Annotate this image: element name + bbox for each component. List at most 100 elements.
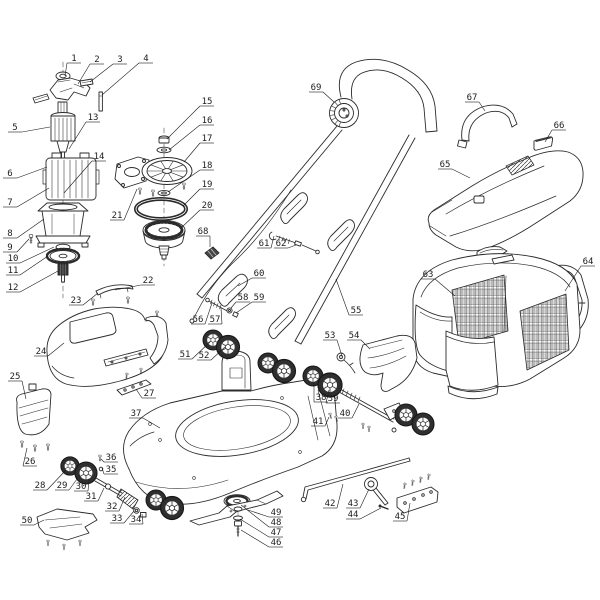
part-callout-60: 60 (237, 269, 266, 287)
part-number-label: 24 (36, 347, 47, 357)
callout-leader-line (118, 496, 126, 512)
part-callout-34: 34 (129, 513, 144, 525)
part-number-label: 22 (143, 276, 154, 286)
part-callout-5: 5 (8, 123, 51, 133)
part-callout-63: 63 (421, 270, 456, 297)
part-number-label: 6 (7, 169, 12, 179)
callout-leader-line (183, 142, 201, 163)
screw-part-26 (20, 440, 24, 448)
part-callout-41: 41 (311, 416, 330, 427)
part-number-label: 47 (271, 528, 282, 538)
lever-part-60 (217, 273, 248, 307)
trim-part-22 (95, 284, 134, 296)
callout-leader-line (135, 388, 143, 399)
chassis-plate-part-50 (36, 508, 98, 541)
part-number-label: 31 (86, 492, 97, 502)
part-callout-25: 25 (8, 372, 27, 400)
part-number-label: 63 (423, 270, 434, 280)
part-callout-11: 11 (6, 255, 49, 276)
front-wheels-drawing (36, 456, 185, 551)
callout-leader-line (33, 519, 45, 526)
part-number-label: 38 (316, 393, 327, 403)
part-number-label: 50 (22, 516, 33, 526)
brush-holder-part-2 (49, 77, 91, 101)
part-number-label: 45 (395, 512, 406, 522)
part-callout-1: 1 (64, 54, 81, 77)
callout-leader-line (451, 168, 471, 179)
callout-leader-line (167, 169, 201, 193)
part-number-label: 23 (71, 296, 82, 306)
part-callout-30: 30 (74, 478, 90, 492)
callout-leader-line (336, 483, 344, 509)
callout-leader-line (360, 339, 371, 350)
part-number-label: 20 (202, 201, 213, 211)
part-number-label: 56 (193, 315, 204, 325)
part-number-label: 27 (144, 389, 155, 399)
bolt-part-56 (208, 300, 230, 313)
part-number-label: 12 (8, 283, 19, 293)
mesh-panel-left (451, 274, 509, 346)
wheel-part-52 (215, 334, 241, 360)
washer-part-35 (98, 466, 104, 472)
part-number-label: 34 (131, 515, 142, 525)
callout-leader-line (16, 187, 50, 208)
part-callout-68: 68 (196, 227, 211, 247)
part-callout-44: 44 (346, 507, 382, 520)
callout-leader-line (325, 389, 330, 404)
part-callout-42: 42 (323, 483, 344, 509)
handlebar-outer (338, 58, 438, 132)
callout-leader-line (478, 101, 486, 112)
callout-leader-line (21, 380, 27, 400)
part-number-label: 64 (583, 257, 594, 267)
part-callout-21: 21 (110, 188, 138, 221)
part-number-label: 32 (107, 502, 118, 512)
callout-leader-line (46, 469, 67, 491)
callout-leader-line (89, 63, 114, 83)
callout-leader-line (16, 166, 48, 179)
part-number-label: 48 (271, 518, 282, 528)
axle-bar-part-40 (338, 388, 395, 423)
part-number-label: 60 (254, 269, 265, 279)
lever-part-43 (364, 477, 378, 491)
callout-leader-line (22, 447, 28, 467)
part-callout-31: 31 (84, 487, 105, 502)
part-callout-33: 33 (110, 510, 135, 524)
callout-leader-line (101, 62, 140, 96)
stator-part-6 (45, 157, 97, 201)
part-callout-40: 40 (338, 403, 360, 419)
callout-leader-line (406, 502, 411, 522)
motor-assembly-drawing (28, 61, 103, 299)
carbon-brush-left (32, 93, 50, 104)
callout-leader-line (97, 487, 105, 502)
plate-part-45 (396, 486, 439, 514)
callout-leader-line (351, 403, 360, 419)
part-number-label: 52 (199, 351, 210, 361)
callout-leader-line (544, 129, 553, 143)
blade-adapter-chuck (158, 245, 170, 256)
part-callout-65: 65 (438, 160, 471, 179)
callout-leader-line (336, 339, 343, 357)
wheel (159, 495, 185, 521)
callout-leader-line (47, 342, 65, 357)
part-number-label: 43 (348, 499, 359, 509)
part-callout-10: 10 (6, 246, 55, 264)
callout-leader-line (244, 508, 270, 518)
part-number-label: 10 (8, 254, 19, 264)
part-number-label: 68 (198, 227, 209, 237)
part-callout-46: 46 (240, 529, 283, 548)
part-callout-14: 14 (63, 152, 106, 194)
part-number-label: 18 (202, 161, 213, 171)
callout-leader-line (68, 474, 81, 491)
wheel (411, 412, 435, 436)
cable (192, 189, 292, 320)
part-number-label: 62 (276, 239, 287, 249)
callout-leader-line (191, 341, 211, 360)
gearbox-assembly-drawing (114, 127, 193, 267)
handlebar-inner (351, 69, 427, 133)
washer-part-58 (226, 307, 233, 314)
part-callout-12: 12 (6, 270, 59, 293)
vent-slat (103, 348, 149, 367)
wheel (271, 358, 297, 384)
callout-leader-line (230, 301, 237, 309)
part-callout-6: 6 (3, 166, 48, 179)
